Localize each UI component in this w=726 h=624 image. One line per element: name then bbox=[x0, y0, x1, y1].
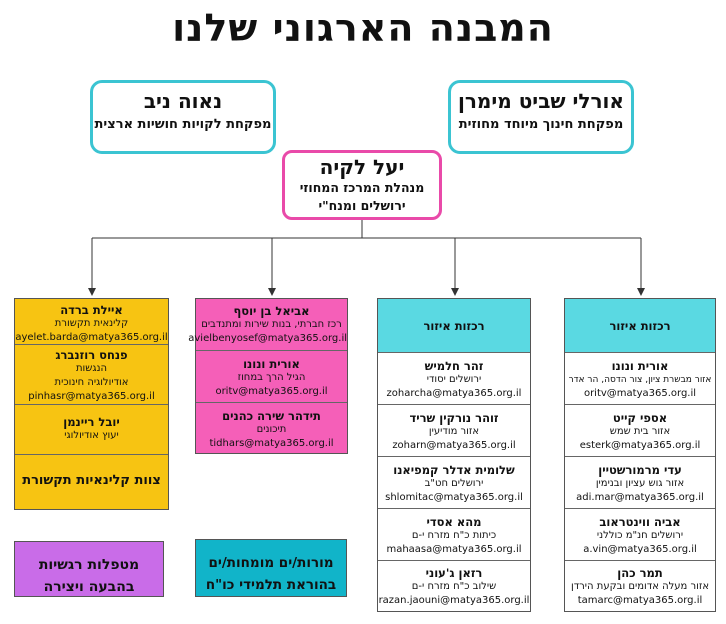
area-coordinators-column-2: רכזות איזור אורית ונונו אזור מבשרת ציון,… bbox=[564, 298, 716, 612]
staff-column: אביאל בן יוסף רכז חברתי, בנות שירות ומתנ… bbox=[188, 298, 348, 454]
emotional-therapists-box: מטפלות רגשיות בהבעה ויצירה bbox=[14, 541, 164, 597]
district-inspector-role: מפקחת חינוך מיוחד מחוזית bbox=[458, 117, 624, 132]
center-manager-box: יעל לקיה מנהלת המרכז המחוזי ירושלים ומנח… bbox=[282, 150, 442, 220]
team-label: צוות קלינאיות תקשורת bbox=[22, 473, 161, 488]
page-title: המבנה הארגוני שלנו bbox=[172, 6, 554, 50]
list-item: יובל ריינמן יעוץ אודיולוגי bbox=[15, 405, 168, 455]
list-item: איילת ברדה קלינאית תקשורת ayelet.barda@m… bbox=[15, 299, 168, 345]
national-inspector-box: נאוה ניב מפקחת לקויות חושיות ארצית bbox=[90, 80, 276, 154]
center-manager-region: ירושלים ומנח"י bbox=[318, 198, 406, 213]
district-inspector-name: אורלי שביט מימרן bbox=[458, 89, 624, 113]
district-inspector-box: אורלי שביט מימרן מפקחת חינוך מיוחד מחוזי… bbox=[448, 80, 634, 154]
column-header: רכזות איזור bbox=[378, 299, 530, 353]
list-item: שלומית אדלר קמפיאנו ירושלים חט"ב shlomit… bbox=[378, 457, 530, 509]
communication-clinicians-column: איילת ברדה קלינאית תקשורת ayelet.barda@m… bbox=[14, 298, 169, 510]
center-manager-role: מנהלת המרכז המחוזי bbox=[299, 180, 425, 195]
list-item: אורית ונונו הגיל הרך במחוז oritv@matya36… bbox=[196, 351, 347, 403]
list-item: אורית ונונו אזור מבשרת ציון, צור הדסה, ה… bbox=[565, 353, 715, 405]
list-item: זוהר נורקין שריד אזור מודיעין zoharn@mat… bbox=[378, 405, 530, 457]
list-item: מהא אסדי כיתות כ"ח מזרח י-ם mahaasa@maty… bbox=[378, 509, 530, 561]
list-item: אביה ווינטראוב ירושלים חנ"מ כוללני a.vin… bbox=[565, 509, 715, 561]
column-header: רכזות איזור bbox=[565, 299, 715, 353]
list-item: עדי מרמורשטיין אזור גוש עציון ובנימין ad… bbox=[565, 457, 715, 509]
list-item: תידהר שירה כהנים תיכונים tidhars@matya36… bbox=[209, 409, 334, 449]
area-coordinators-column-1: רכזות איזור זהר חלמיש ירושלים יסודי zoha… bbox=[377, 298, 531, 612]
list-item: אביאל בן יוסף רכז חברתי, בנות שירות ומתנ… bbox=[188, 299, 347, 351]
national-inspector-name: נאוה ניב bbox=[143, 89, 223, 113]
expert-teachers-box: מורות/ים מומחות/ים בהוראת תלמידי כו"ח bbox=[195, 539, 347, 597]
list-item: אספי קייט אזור בית שמש esterk@matya365.o… bbox=[565, 405, 715, 457]
list-item: תמר כהן אזור מעלה אדומים ובקעת הירדן tam… bbox=[570, 566, 710, 606]
national-inspector-role: מפקחת לקויות חושיות ארצית bbox=[94, 117, 272, 132]
center-manager-name: יעל לקיה bbox=[319, 155, 405, 179]
list-item: רזאן ג'עוני שילוב כ"ח מזרח י-ם razan.jao… bbox=[378, 566, 530, 606]
list-item: זהר חלמיש ירושלים יסודי zoharcha@matya36… bbox=[378, 353, 530, 405]
list-item: פנחס רוזנברג הנגשות אודיולוגיה חינוכית p… bbox=[15, 345, 168, 405]
